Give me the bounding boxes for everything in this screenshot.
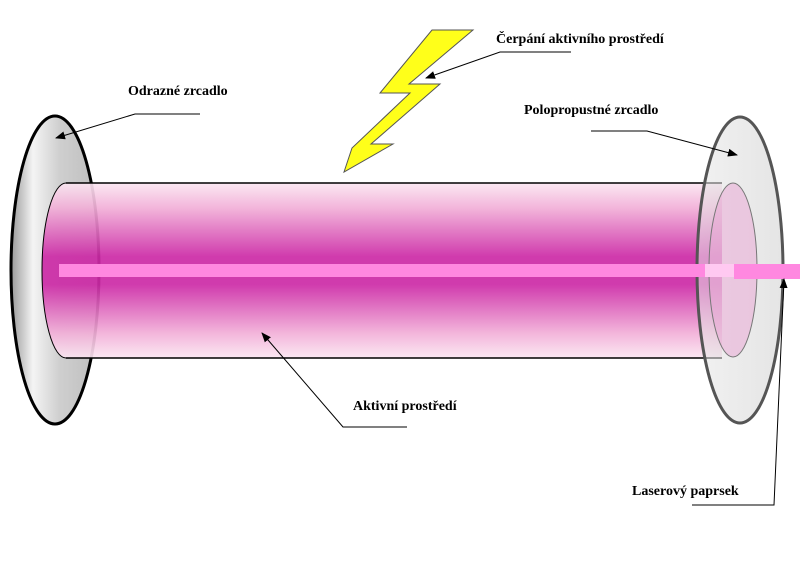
reflective-mirror-label: Odrazné zrcadlo bbox=[128, 84, 228, 99]
lightning-bolt-icon bbox=[343, 29, 475, 174]
active-medium-label: Aktivní prostředí bbox=[353, 399, 458, 414]
reflective-mirror-leader bbox=[55, 113, 200, 140]
laser-beam-leader bbox=[692, 278, 788, 506]
pumping-leader bbox=[425, 51, 571, 79]
laser-beam bbox=[734, 264, 800, 279]
semi-transparent-mirror-leader bbox=[591, 130, 738, 157]
pumping-label: Čerpání aktivního prostředí bbox=[496, 30, 665, 47]
semi-transparent-mirror-label: Polopropustné zrcadlo bbox=[524, 103, 658, 118]
laser-beam-label: Laserový paprsek bbox=[632, 484, 739, 499]
active-medium-leader bbox=[261, 332, 407, 428]
beam-highlight bbox=[705, 264, 734, 277]
internal-beam bbox=[59, 264, 734, 277]
